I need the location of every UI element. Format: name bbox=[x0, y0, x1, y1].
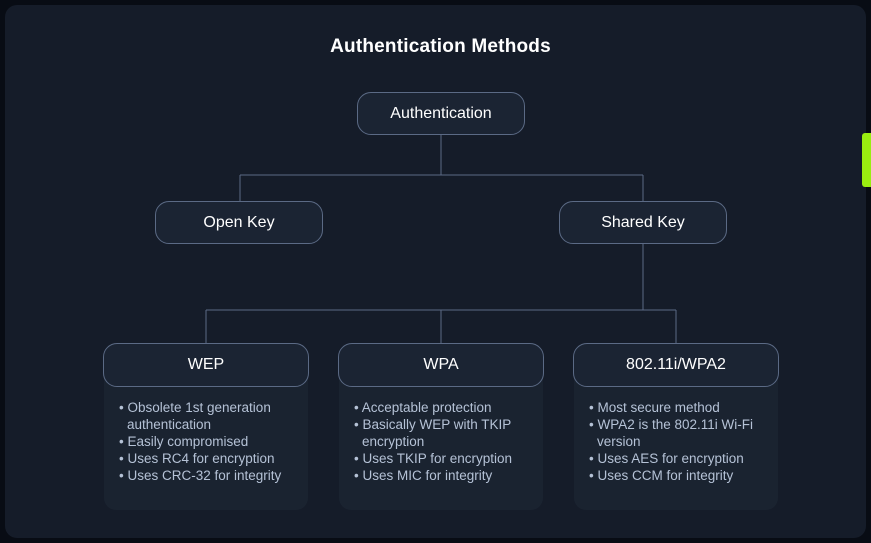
bullet-item: • Obsolete 1st generation authentication bbox=[119, 400, 271, 432]
card-header-wpa2[interactable]: 802.11i/WPA2 bbox=[573, 343, 779, 387]
bullet-item: • Uses RC4 for encryption bbox=[119, 451, 275, 466]
bullet-item: • Uses CRC-32 for integrity bbox=[119, 468, 282, 483]
node-label: Shared Key bbox=[601, 213, 685, 231]
bullet-item: • Uses MIC for integrity bbox=[354, 468, 493, 483]
bullet-item: • Uses TKIP for encryption bbox=[354, 451, 513, 466]
card-bullets-wep: • Obsolete 1st generation authentication… bbox=[104, 399, 308, 484]
green-side-tab[interactable] bbox=[862, 133, 871, 187]
bullet-item: • WPA2 is the 802.11i Wi-Fi version bbox=[589, 417, 754, 449]
connector-lines bbox=[205, 135, 677, 343]
node-open-key[interactable]: Open Key bbox=[155, 201, 323, 244]
bullet-item: • Uses CCM for integrity bbox=[589, 468, 734, 483]
card-title: WPA bbox=[423, 356, 459, 373]
card-bullets-wpa: • Acceptable protection • Basically WEP … bbox=[339, 399, 543, 484]
node-authentication[interactable]: Authentication bbox=[357, 92, 525, 135]
node-shared-key[interactable]: Shared Key bbox=[559, 201, 727, 244]
diagram-panel: Authentication Methods Authentication bbox=[5, 5, 866, 538]
card-wep[interactable]: WEP • Obsolete 1st generation authentica… bbox=[103, 343, 309, 510]
node-label: Open Key bbox=[203, 213, 275, 231]
card-header-wep[interactable]: WEP bbox=[103, 343, 309, 387]
card-bullets-wpa2: • Most secure method • WPA2 is the 802.1… bbox=[574, 399, 778, 484]
card-title: 802.11i/WPA2 bbox=[626, 356, 726, 373]
bullet-item: • Easily compromised bbox=[119, 434, 249, 449]
bullet-item: • Uses AES for encryption bbox=[589, 451, 744, 466]
page-title: Authentication Methods bbox=[330, 36, 551, 57]
bullet-item: • Acceptable protection bbox=[354, 400, 492, 415]
card-wpa[interactable]: WPA • Acceptable protection • Basically … bbox=[338, 343, 544, 510]
node-label: Authentication bbox=[390, 104, 492, 122]
bullet-item: • Basically WEP with TKIP encryption bbox=[354, 417, 512, 449]
card-header-wpa[interactable]: WPA bbox=[338, 343, 544, 387]
bullet-item: • Most secure method bbox=[589, 400, 720, 415]
card-title: WEP bbox=[187, 356, 225, 373]
card-wpa2[interactable]: 802.11i/WPA2 • Most secure method • WPA2… bbox=[573, 343, 779, 510]
